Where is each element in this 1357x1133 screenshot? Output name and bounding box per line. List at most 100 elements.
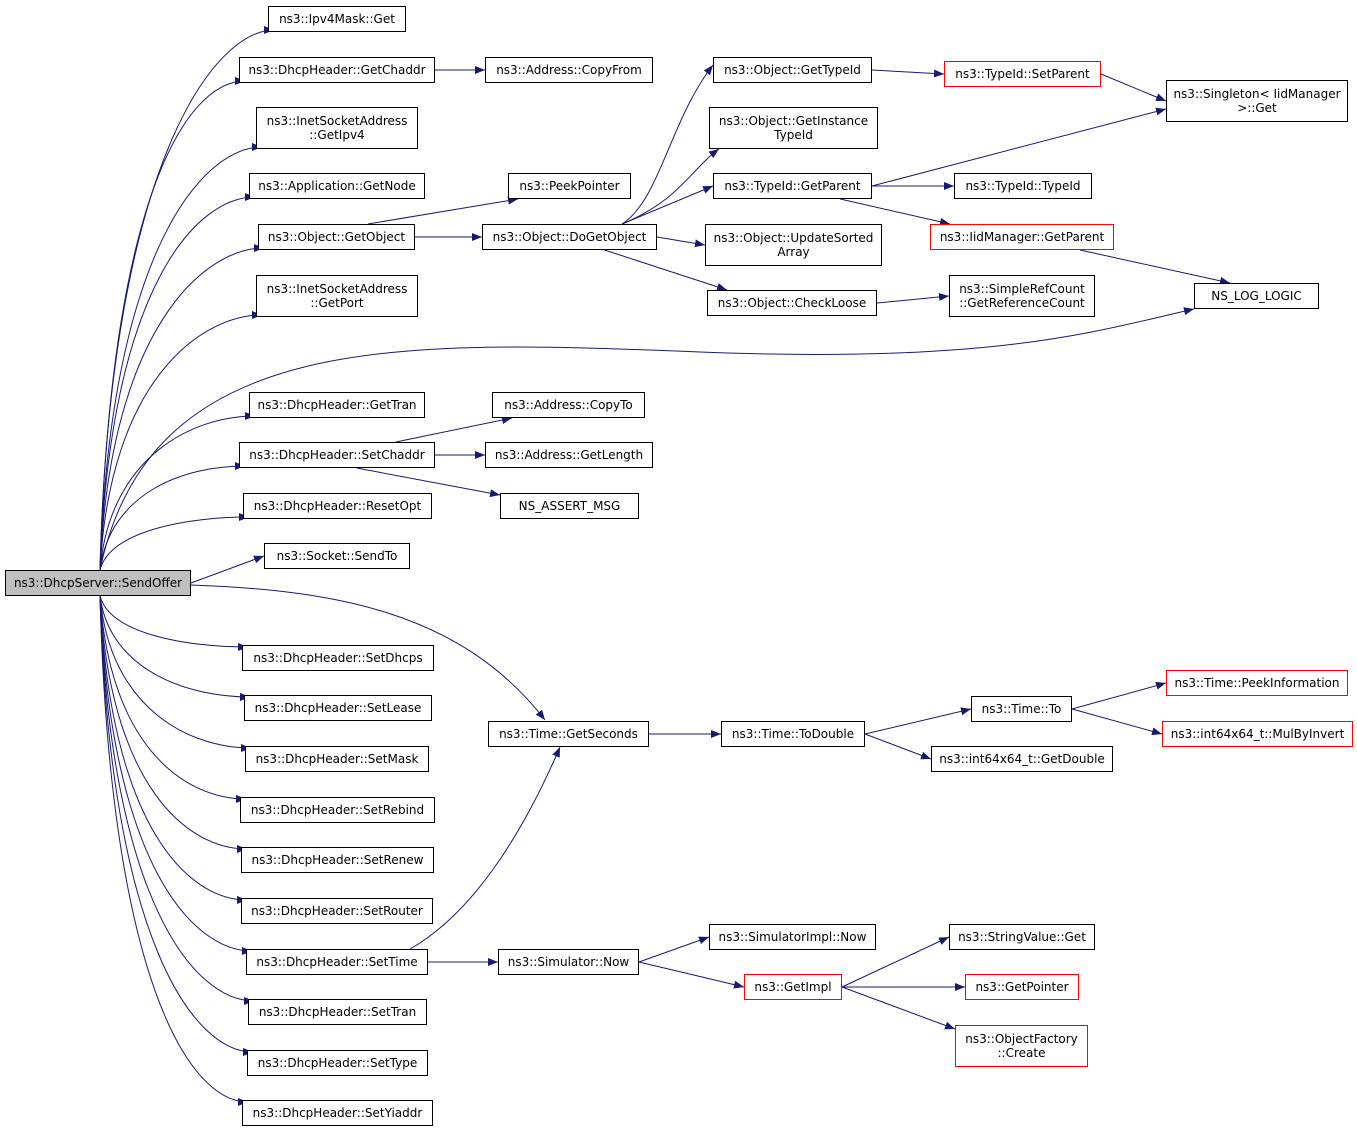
- node-label-line: ns3::GetPointer: [975, 980, 1069, 994]
- node-label-line: ns3::PeekPointer: [519, 179, 620, 193]
- node-setrenew[interactable]: ns3::DhcpHeader::SetRenew: [241, 847, 434, 873]
- edge-settime-to-time-getseconds: [409, 746, 561, 950]
- edge-root-to-ipv4mask-get: [99, 26, 275, 571]
- node-ns-assert-msg[interactable]: NS_ASSERT_MSG: [500, 493, 639, 519]
- node-typeid-getparent[interactable]: ns3::TypeId::GetParent: [713, 173, 872, 199]
- edge-root-to-gettran: [99, 412, 256, 571]
- node-label-line: ns3::Application::GetNode: [258, 179, 416, 193]
- edge-simulator-now-to-simimpl-now: [638, 936, 710, 963]
- node-setrouter[interactable]: ns3::DhcpHeader::SetRouter: [241, 898, 433, 924]
- edge-setchaddr-to-addr-copyto: [395, 416, 513, 443]
- node-resetopt[interactable]: ns3::DhcpHeader::ResetOpt: [243, 493, 432, 519]
- node-label-line: ns3::SimpleRefCount: [959, 282, 1085, 296]
- node-setmask[interactable]: ns3::DhcpHeader::SetMask: [245, 746, 429, 772]
- node-setrebind[interactable]: ns3::DhcpHeader::SetRebind: [240, 797, 435, 823]
- node-setlease[interactable]: ns3::DhcpHeader::SetLease: [244, 695, 432, 721]
- node-label-line: ns3::DhcpHeader::SetDhcps: [253, 651, 423, 665]
- node-label-line: ns3::Object::CheckLoose: [717, 296, 867, 310]
- edge-root-to-settype: [99, 595, 254, 1056]
- node-addr-copyto[interactable]: ns3::Address::CopyTo: [492, 392, 645, 418]
- node-getpointer[interactable]: ns3::GetPointer: [965, 974, 1079, 1000]
- node-int64-getdouble[interactable]: ns3::int64x64_t::GetDouble: [931, 746, 1113, 772]
- edge-typeid-getparent-to-iidmanager-getparent: [840, 198, 951, 226]
- edge-time-todouble-to-time-to: [864, 707, 972, 735]
- node-label-line: ns3::Time::ToDouble: [731, 727, 855, 741]
- node-label-line: ns3::Address::GetLength: [494, 448, 644, 462]
- node-time-to[interactable]: ns3::Time::To: [971, 696, 1072, 722]
- node-simulator-now[interactable]: ns3::Simulator::Now: [498, 949, 639, 975]
- node-label-line: ::Create: [997, 1046, 1046, 1060]
- node-time-todouble[interactable]: ns3::Time::ToDouble: [721, 721, 865, 747]
- node-obj-dogetobject[interactable]: ns3::Object::DoGetObject: [482, 224, 657, 250]
- node-gettran[interactable]: ns3::DhcpHeader::GetTran: [249, 392, 425, 418]
- node-label-line: ns3::DhcpHeader::SetType: [257, 1056, 418, 1070]
- node-setchaddr[interactable]: ns3::DhcpHeader::SetChaddr: [239, 442, 435, 468]
- node-label-line: ns3::DhcpHeader::ResetOpt: [253, 499, 422, 513]
- node-typeid-setparent[interactable]: ns3::TypeId::SetParent: [944, 61, 1101, 87]
- node-label-line: ns3::InetSocketAddress: [266, 282, 408, 296]
- node-label-line: ns3::Object::DoGetObject: [492, 230, 647, 244]
- node-ipv4mask-get[interactable]: ns3::Ipv4Mask::Get: [268, 6, 406, 32]
- edge-obj-dogetobject-to-obj-checkloose: [604, 249, 728, 291]
- edge-root-to-setrouter: [99, 595, 248, 904]
- node-label-line: ns3::Time::To: [981, 702, 1062, 716]
- edge-time-to-to-time-peekinformation: [1071, 681, 1167, 710]
- edge-obj-dogetobject-to-obj-gettypeid: [621, 64, 714, 225]
- node-settime[interactable]: ns3::DhcpHeader::SetTime: [246, 949, 428, 975]
- node-label-line: ns3::GetImpl: [754, 980, 832, 994]
- edge-root-to-setchaddr: [99, 462, 246, 571]
- edge-root-to-setdhcps: [99, 595, 249, 651]
- node-int64-mulbyinvert[interactable]: ns3::int64x64_t::MulByInvert: [1162, 721, 1353, 747]
- node-label-line: ::GetReferenceCount: [959, 296, 1085, 310]
- node-label-line: ns3::DhcpHeader::SetYiaddr: [252, 1106, 423, 1120]
- node-settype[interactable]: ns3::DhcpHeader::SetType: [247, 1050, 428, 1076]
- node-label-line: ns3::DhcpHeader::SetTime: [256, 955, 418, 969]
- node-inetsock-getport[interactable]: ns3::InetSocketAddress::GetPort: [256, 275, 418, 317]
- node-label-line: TypeId: [774, 128, 813, 142]
- node-getchaddr[interactable]: ns3::DhcpHeader::GetChaddr: [239, 57, 435, 83]
- node-socket-sendto[interactable]: ns3::Socket::SendTo: [264, 543, 410, 569]
- node-obj-gettypeid[interactable]: ns3::Object::GetTypeId: [713, 57, 872, 83]
- node-obj-getobject[interactable]: ns3::Object::GetObject: [258, 224, 415, 250]
- node-label-line: ns3::Object::GetObject: [267, 230, 406, 244]
- node-simplerefcount[interactable]: ns3::SimpleRefCount::GetReferenceCount: [949, 275, 1095, 317]
- node-label-line: ns3::DhcpHeader::SetTran: [258, 1005, 417, 1019]
- node-time-getseconds[interactable]: ns3::Time::GetSeconds: [488, 721, 649, 747]
- node-typeid-typeid[interactable]: ns3::TypeId::TypeId: [954, 173, 1092, 199]
- edge-root-to-ns-log-logic: [99, 307, 1195, 571]
- node-setdhcps[interactable]: ns3::DhcpHeader::SetDhcps: [242, 645, 434, 671]
- node-setyiaddr[interactable]: ns3::DhcpHeader::SetYiaddr: [242, 1100, 433, 1126]
- node-app-getnode[interactable]: ns3::Application::GetNode: [249, 173, 425, 199]
- node-label-line: ns3::TypeId::TypeId: [965, 179, 1081, 193]
- node-label-line: ns3::DhcpHeader::SetChaddr: [249, 448, 425, 462]
- node-addr-copyfrom[interactable]: ns3::Address::CopyFrom: [485, 57, 653, 83]
- node-label-line: ns3::SimulatorImpl::Now: [718, 930, 867, 944]
- edge-obj-dogetobject-to-obj-getinstancetypeid: [621, 148, 720, 225]
- node-inetsock-getipv4[interactable]: ns3::InetSocketAddress::GetIpv4: [256, 107, 418, 149]
- node-simimpl-now[interactable]: ns3::SimulatorImpl::Now: [709, 924, 876, 950]
- node-settran[interactable]: ns3::DhcpHeader::SetTran: [248, 999, 427, 1025]
- edge-setchaddr-to-ns-assert-msg: [356, 467, 501, 498]
- node-label-line: ns3::Ipv4Mask::Get: [279, 12, 395, 26]
- node-addr-getlength[interactable]: ns3::Address::GetLength: [485, 442, 653, 468]
- node-peekpointer[interactable]: ns3::PeekPointer: [508, 173, 631, 199]
- node-label-line: ns3::Address::CopyFrom: [496, 63, 642, 77]
- node-label-line: ns3::DhcpHeader::SetMask: [255, 752, 419, 766]
- node-ns-log-logic[interactable]: NS_LOG_LOGIC: [1194, 283, 1319, 309]
- node-label-line: ns3::DhcpServer::SendOffer: [13, 576, 183, 590]
- node-label-line: ns3::Object::GetTypeId: [724, 63, 861, 77]
- node-obj-checkloose[interactable]: ns3::Object::CheckLoose: [707, 290, 877, 316]
- edge-obj-checkloose-to-simplerefcount: [876, 292, 950, 304]
- node-singleton-get[interactable]: ns3::Singleton< IidManager>::Get: [1166, 80, 1348, 122]
- node-time-peekinformation[interactable]: ns3::Time::PeekInformation: [1166, 670, 1348, 696]
- node-objectfactory-create[interactable]: ns3::ObjectFactory::Create: [955, 1025, 1088, 1067]
- node-stringvalue-get[interactable]: ns3::StringValue::Get: [949, 924, 1095, 950]
- node-label-line: NS_ASSERT_MSG: [518, 499, 621, 513]
- node-iidmanager-getparent[interactable]: ns3::IidManager::GetParent: [930, 224, 1114, 250]
- node-label-line: NS_LOG_LOGIC: [1211, 289, 1302, 303]
- edge-root-to-setyiaddr: [99, 595, 249, 1106]
- edge-root-to-obj-getobject: [99, 244, 265, 571]
- node-getimpl[interactable]: ns3::GetImpl: [744, 974, 842, 1000]
